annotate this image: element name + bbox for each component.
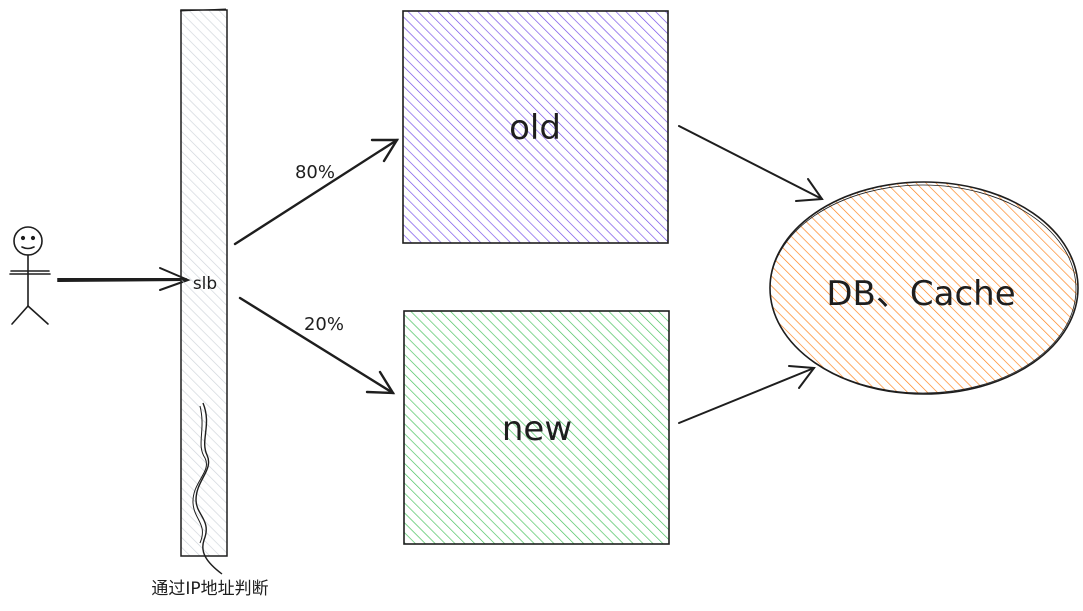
edge-label-20: 20% (304, 314, 344, 335)
new-node: new (403, 310, 670, 545)
slb-node: slb (179, 8, 228, 575)
slb-label: slb (193, 274, 217, 294)
db-cache-label: DB、Cache (826, 274, 1015, 314)
arrow-slb-to-new (238, 296, 396, 395)
arrow-slb-to-old (233, 138, 400, 246)
arrow-old-to-db (678, 125, 824, 202)
slb-note: 通过IP地址判断 (151, 579, 268, 599)
new-label: new (502, 409, 572, 449)
old-label: old (509, 108, 561, 148)
edge-label-80: 80% (295, 162, 335, 183)
arrow-new-to-db (678, 365, 816, 424)
old-node: old (402, 10, 669, 244)
stick-figure-icon (9, 226, 51, 325)
arrow-user-to-slb (57, 267, 191, 291)
squiggle-line (195, 402, 223, 575)
db-cache-node: DB、Cache (769, 181, 1079, 395)
